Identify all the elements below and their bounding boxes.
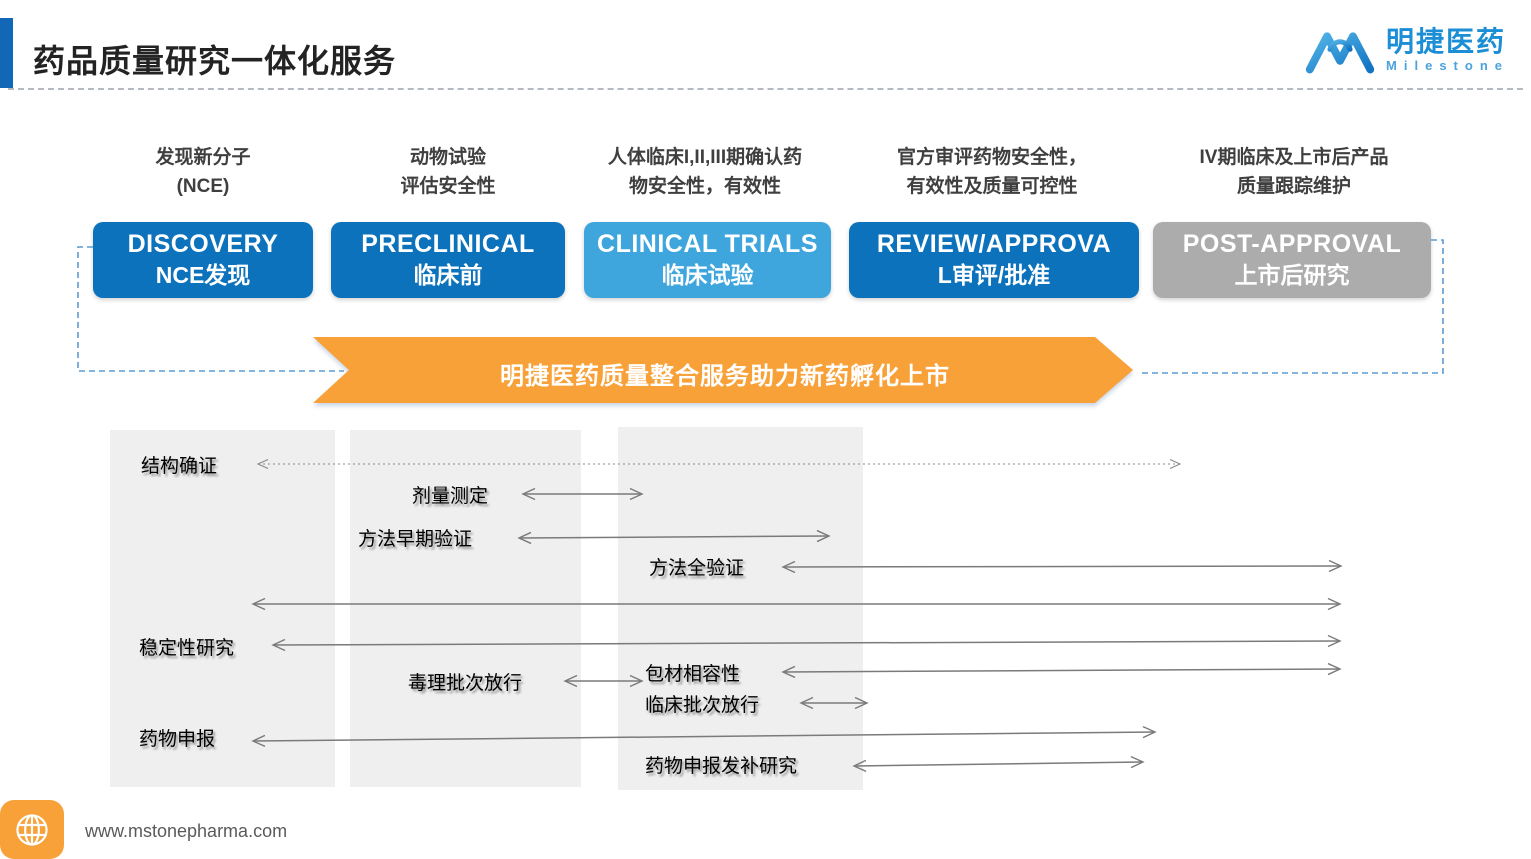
page-title: 药品质量研究一体化服务 <box>33 43 397 79</box>
gantt-column-3 <box>618 427 863 790</box>
caption-line: (NCE) <box>176 176 230 197</box>
logo-en-text: Milestone <box>1386 57 1509 73</box>
label-packaging-compatibility: 包材相容性 <box>645 664 741 685</box>
caption-line: 质量跟踪维护 <box>1236 176 1351 197</box>
stage-box-label: NCE发现 <box>155 262 251 288</box>
stage-box-label: 临床试验 <box>661 262 754 288</box>
stage-caption-postapproval: IV期临床及上市后产品 质量跟踪维护 <box>1158 143 1430 201</box>
stage-box-label: POST-APPROVAL <box>1182 230 1402 258</box>
globe-icon <box>16 813 48 846</box>
stage-box-label: REVIEW/APPROVA <box>876 230 1112 258</box>
arrow-filing-supplementary-study <box>852 756 1145 772</box>
caption-line: IV期临床及上市后产品 <box>1199 147 1389 168</box>
footer-url: www.mstonepharma.com <box>85 821 288 841</box>
arrow-full-method-validation <box>781 559 1343 574</box>
caption-line: 物安全性，有效性 <box>628 176 781 197</box>
stage-box-label: CLINICAL TRIALS <box>597 230 818 258</box>
label-tox-batch-release: 毒理批次放行 <box>408 673 523 694</box>
stage-box-post-approval: POST-APPROVAL 上市后研究 <box>1153 222 1431 298</box>
banner-text: 明捷医药质量整合服务助力新药孵化上市 <box>500 363 950 390</box>
stage-box-label: PRECLINICAL <box>361 230 535 258</box>
caption-line: 动物试验 <box>409 147 486 168</box>
label-clinical-batch-release: 临床批次放行 <box>645 695 760 716</box>
stage-box-preclinical: PRECLINICAL 临床前 <box>331 222 565 298</box>
stage-caption-review: 官方审评药物安全性， 有效性及质量可控性 <box>852 143 1132 201</box>
stage-box-review-approval: REVIEW/APPROVA L审评/批准 <box>849 222 1139 298</box>
stage-box-label: 上市后研究 <box>1234 262 1350 288</box>
stage-box-clinical-trials: CLINICAL TRIALS 临床试验 <box>584 222 831 298</box>
arrow-packaging-compatibility <box>781 662 1342 679</box>
label-drug-filing: 药物申报 <box>139 729 216 750</box>
label-structure-confirmation: 结构确证 <box>141 456 218 477</box>
title-divider <box>8 88 1523 90</box>
label-early-method-validation: 方法早期验证 <box>358 529 473 550</box>
stage-box-label: L审评/批准 <box>937 262 1051 288</box>
stage-caption-preclinical: 动物试验 评估安全性 <box>328 143 568 201</box>
caption-line: 评估安全性 <box>400 176 496 197</box>
globe-chip <box>0 800 64 859</box>
stage-caption-discovery: 发现新分子 (NCE) <box>83 143 323 201</box>
caption-line: 官方审评药物安全性， <box>896 147 1087 168</box>
caption-line: 人体临床I,II,III期确认药 <box>607 147 803 168</box>
label-full-method-validation: 方法全验证 <box>649 558 745 579</box>
company-logo: 明捷医药 Milestone <box>1304 22 1509 78</box>
stage-box-label: DISCOVERY <box>127 230 279 258</box>
label-stability-study: 稳定性研究 <box>139 638 235 659</box>
stage-box-label: 临床前 <box>413 262 483 288</box>
label-dose-determination: 剂量测定 <box>412 486 489 507</box>
title-accent-bar <box>0 18 13 88</box>
stage-box-discovery: DISCOVERY NCE发现 <box>93 222 313 298</box>
milestone-logo-icon <box>1305 32 1375 74</box>
label-filing-supplementary-study: 药物申报发补研究 <box>645 756 798 777</box>
stage-caption-clinical: 人体临床I,II,III期确认药 物安全性，有效性 <box>565 143 845 201</box>
caption-line: 有效性及质量可控性 <box>906 176 1078 197</box>
caption-line: 发现新分子 <box>155 147 251 168</box>
logo-cn-text: 明捷医药 <box>1386 25 1507 57</box>
